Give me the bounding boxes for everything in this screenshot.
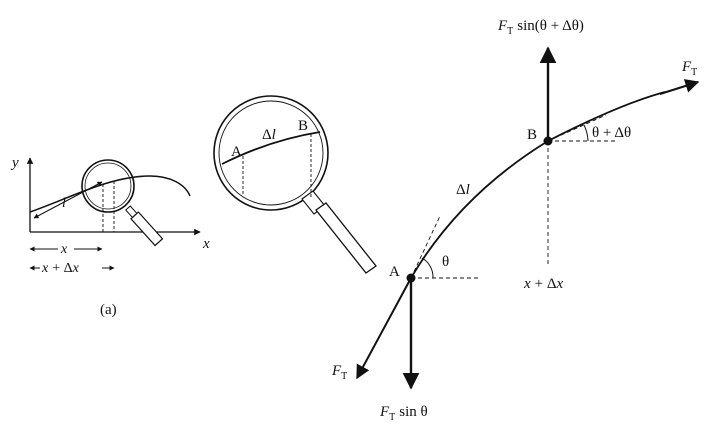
angle-a-label: θ: [442, 254, 449, 270]
ft-sin-bottom-f: F: [379, 404, 390, 420]
small-magnifier-lens: [81, 159, 135, 213]
ft-top-arrow: [659, 79, 700, 95]
ft-bottom-label: FT: [331, 363, 347, 382]
span-x-label: x: [60, 242, 68, 257]
arc-length-arrow: [33, 181, 103, 219]
x-dx-label: x+ Δx: [523, 276, 564, 292]
ft-top-f: F: [681, 59, 692, 75]
y-axis-label: y: [10, 155, 19, 171]
angle-b-label: θ + Δθ: [592, 125, 631, 141]
ft-sin-bottom-rest: sin θ: [399, 404, 427, 420]
detail-arc-label: Δl: [456, 182, 470, 198]
arc-length-label: l: [62, 196, 66, 211]
large-magnifier: A B Δl: [213, 95, 377, 274]
zoom-point-b: B: [298, 118, 308, 134]
detail-point-a: A: [389, 264, 400, 280]
ft-bottom-arrow: [356, 277, 412, 380]
x-axis-label: x: [202, 236, 210, 252]
detail-arc-delta: Δ: [456, 182, 466, 198]
point-b-dot: [543, 136, 553, 146]
zoomed-string-segment: [221, 131, 321, 165]
ft-bottom-f: F: [331, 363, 342, 379]
panel-a-caption: (a): [100, 302, 117, 318]
ft-sin-bottom-sub: T: [389, 412, 395, 423]
zoom-arc-l: l: [272, 127, 276, 143]
ft-sin-top-sub: T: [507, 26, 513, 37]
span-x-dx-x2: x: [72, 261, 80, 276]
large-magnifier-handle: [301, 190, 377, 274]
ft-top-sub: T: [691, 67, 697, 78]
zoom-arc-label: Δl: [262, 127, 276, 143]
x-dx-x2: x: [556, 276, 564, 292]
ft-sin-top-f: F: [497, 18, 508, 34]
detail-point-b: B: [527, 127, 537, 143]
angle-arc-b: [583, 124, 589, 142]
span-x-dx-label: x+ Δx: [41, 261, 80, 276]
detail-arc-l: l: [466, 182, 470, 198]
string-curve: [29, 175, 191, 213]
span-x-dx-x: x: [41, 261, 49, 276]
large-magnifier-rim: [218, 100, 324, 206]
panel-a: y x l x x+ Δx (a): [10, 155, 210, 318]
large-magnifier-lens: [213, 95, 329, 211]
tangent-a: [410, 215, 441, 279]
small-magnifier-handle: [125, 205, 164, 247]
ft-sin-top-rest: sin(θ + Δθ): [517, 18, 584, 34]
zoom-arc-delta: Δ: [262, 127, 272, 143]
detail-string-curve: [410, 91, 666, 279]
x-dx-op: + Δ: [535, 276, 557, 292]
point-a-dot: [406, 273, 416, 283]
span-x-dx-op: + Δ: [52, 261, 72, 276]
small-magnifier-rim: [84, 162, 132, 210]
zoom-point-a: A: [231, 144, 242, 160]
x-dx-x: x: [523, 276, 531, 292]
tangent-b: [547, 114, 607, 142]
ft-bottom-sub: T: [341, 371, 347, 382]
angle-arc-a: [421, 257, 434, 279]
ft-top-label: FT: [681, 59, 697, 78]
